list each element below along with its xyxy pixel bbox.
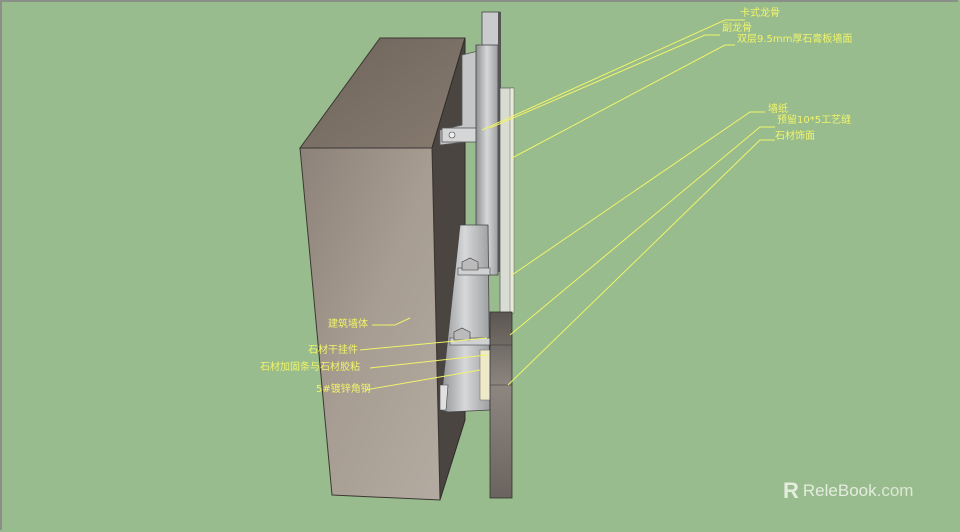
relebook-logo-icon: R	[783, 478, 799, 503]
label-stone-hanger: 石材干挂件	[308, 345, 358, 356]
label-building-wall: 建筑墙体	[328, 319, 368, 330]
label-stone-finish: 石材饰面	[775, 131, 815, 142]
label-wallpaper: 墙纸	[768, 104, 788, 115]
label-stone-reinforcement: 石材加固条与石材胶粘	[260, 362, 360, 373]
building-wall-block	[299, 37, 466, 501]
gypsum-board-panel	[499, 87, 515, 314]
lower-angle-steel	[439, 224, 491, 413]
label-gypsum-board: 双层9.5mm厚石膏板墙面	[737, 34, 853, 45]
watermark-brand: ReleBook	[802, 481, 877, 500]
relebook-watermark: R ReleBook.com	[783, 478, 913, 504]
label-card-keel: 卡式龙骨	[740, 8, 780, 19]
label-angle-steel: 5#镀锌角钢	[316, 384, 371, 395]
watermark-domain: .com	[876, 481, 914, 500]
label-secondary-keel: 副龙骨	[722, 23, 752, 34]
leader-lines-right	[481, 19, 775, 386]
label-reserved-joint: 预留10*5工艺缝	[777, 115, 852, 126]
stone-cladding	[489, 311, 513, 499]
leader-lines-left	[359, 317, 488, 391]
keels	[475, 11, 501, 276]
